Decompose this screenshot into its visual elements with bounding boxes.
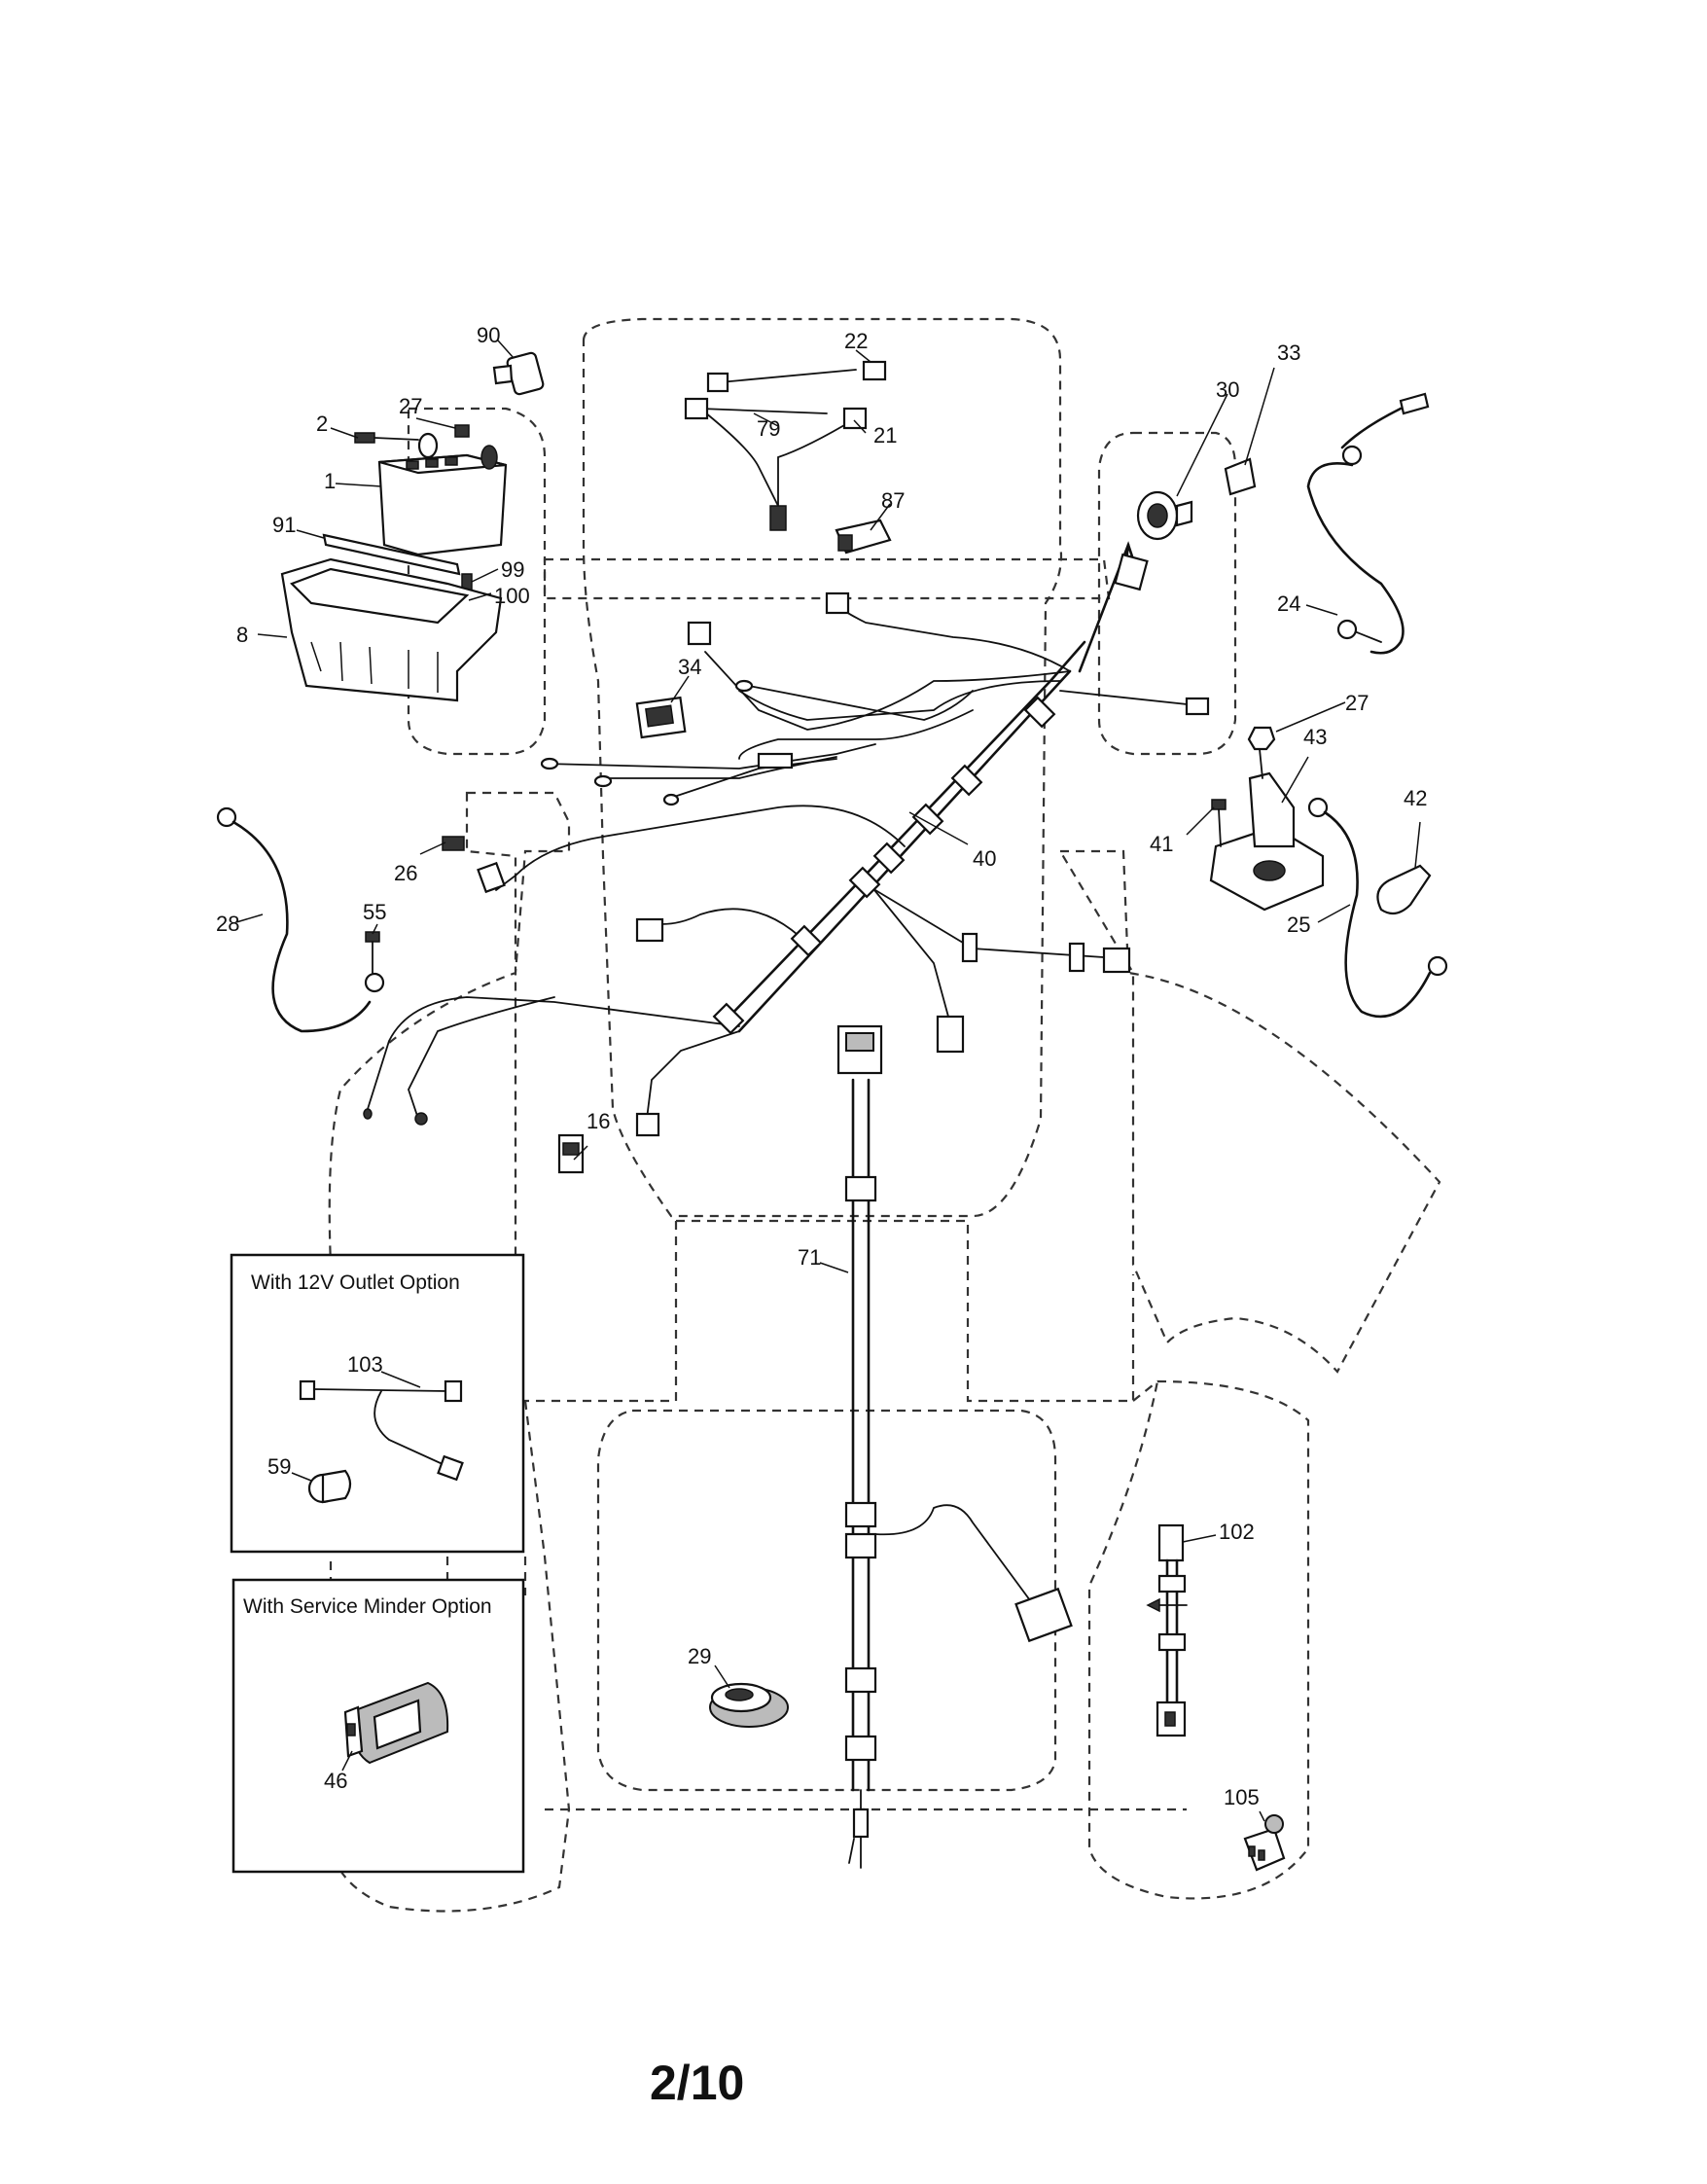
callout-100: 100: [494, 584, 530, 608]
battery-outline: [407, 407, 547, 756]
part-29-seat-switch: [709, 1682, 789, 1728]
callout-41: 41: [1150, 832, 1173, 856]
callout-28: 28: [216, 912, 239, 936]
leader-lines: [235, 340, 1421, 1822]
part-90: [492, 351, 545, 396]
part-41-bolt: [1211, 799, 1227, 847]
option-title-service: With Service Minder Option: [243, 1595, 492, 1618]
main-harness: [363, 541, 1210, 1137]
callout-25: 25: [1287, 913, 1310, 937]
callout-42: 42: [1404, 786, 1427, 810]
callout-24: 24: [1277, 591, 1300, 616]
callout-16: 16: [587, 1109, 610, 1133]
option-box-service: With Service Minder Option: [231, 1578, 525, 1874]
harness-clips: [712, 696, 1085, 1035]
right-panel-outline: [1097, 431, 1237, 756]
callout-29: 29: [688, 1644, 711, 1668]
part-30-ignition: [1136, 490, 1193, 541]
callout-79: 79: [757, 416, 780, 441]
part-42-boot: [1376, 864, 1432, 915]
callout-90: 90: [477, 323, 500, 347]
callout-8: 8: [236, 623, 248, 647]
rear-deck-outline: [596, 1409, 1057, 1792]
part-34-switch: [635, 696, 687, 739]
part-46-service-minder: [343, 1681, 449, 1765]
part-87-relay: [835, 519, 892, 555]
part-22-79-21-lights: [684, 360, 887, 531]
callout-99: 99: [501, 557, 524, 582]
callout-102: 102: [1219, 1520, 1255, 1544]
callout-59: 59: [267, 1454, 291, 1479]
part-43-solenoid: [1209, 748, 1325, 912]
callout-91: 91: [272, 513, 296, 537]
callout-27b: 27: [1345, 691, 1369, 715]
callout-40: 40: [973, 846, 996, 871]
part-33-module: [1224, 457, 1257, 496]
callout-55: 55: [363, 900, 386, 924]
callout-34: 34: [678, 655, 701, 679]
seat-outline: [514, 1219, 1135, 1403]
harness-trunk: [723, 640, 1086, 1023]
right-fender-outline: [1058, 849, 1441, 1374]
callout-26: 26: [394, 861, 417, 885]
part-59-outlet: [307, 1469, 352, 1504]
part-103-harness: [299, 1379, 464, 1482]
page-number: 2/10: [650, 2056, 744, 2110]
harness-trunk-shadow: [737, 669, 1072, 1033]
harness-top-connector: [1114, 553, 1149, 591]
part-27-nut-right: [1247, 726, 1276, 751]
option-box-12v: With 12V Outlet Option: [230, 1253, 525, 1554]
part-102-harness: [1146, 1523, 1188, 1737]
callout-27a: 27: [399, 394, 422, 418]
hood-outline: [582, 317, 1063, 1218]
callouts: 90 22 33 30 2 27 79 21 1 87 91 99 100 8 …: [216, 323, 1427, 1809]
part-105-switch: [1243, 1814, 1286, 1872]
callout-1: 1: [324, 469, 336, 493]
callout-46: 46: [324, 1769, 347, 1793]
part-1-battery: [377, 432, 508, 556]
callout-87: 87: [881, 488, 905, 513]
part-8-tray: [280, 557, 503, 702]
callout-33: 33: [1277, 340, 1300, 365]
callout-105: 105: [1224, 1785, 1260, 1809]
part-28-cable: [216, 806, 385, 1033]
callout-71: 71: [798, 1245, 821, 1270]
callout-30: 30: [1216, 377, 1239, 402]
callout-103: 103: [347, 1352, 383, 1377]
part-27-nut: [454, 424, 470, 438]
part-55-bolt: [365, 931, 380, 974]
callout-22: 22: [844, 329, 868, 353]
rear-harness: [836, 1024, 1073, 1869]
option-title-12v: With 12V Outlet Option: [251, 1271, 460, 1294]
callout-2: 2: [316, 412, 328, 436]
tractor-outline: [328, 317, 1441, 1913]
callout-43: 43: [1303, 725, 1327, 749]
callout-21: 21: [873, 423, 897, 448]
left-fender-outline: [328, 791, 571, 1271]
part-91-strap: [322, 533, 461, 576]
part-2-bolt: [354, 432, 419, 444]
part-24-cable: [1306, 392, 1430, 655]
rear-harness-connector: [1014, 1587, 1073, 1643]
part-25-cable: [1307, 797, 1448, 1019]
part-26-connector: [442, 836, 465, 851]
